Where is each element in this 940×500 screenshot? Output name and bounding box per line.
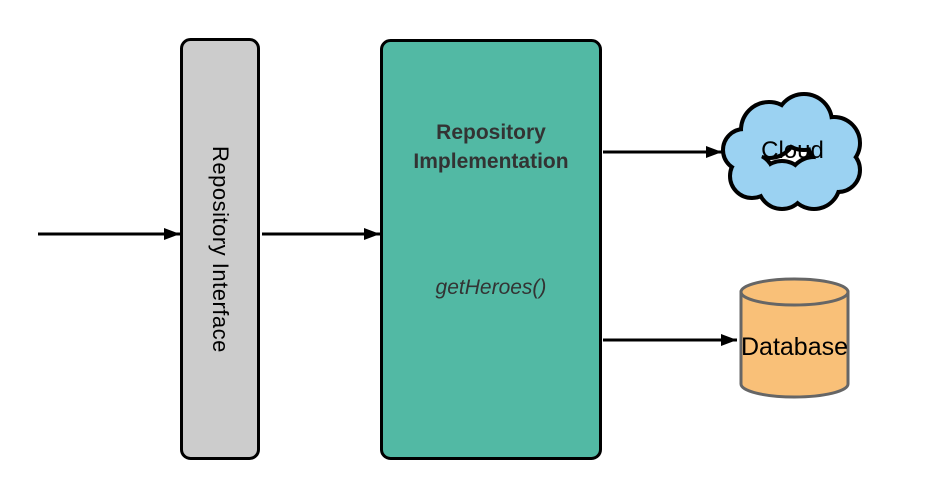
repository-implementation-shape (380, 39, 602, 460)
database-shape (739, 277, 850, 399)
repository-interface-shape (180, 38, 260, 460)
cloud-shape-fill (725, 96, 858, 207)
